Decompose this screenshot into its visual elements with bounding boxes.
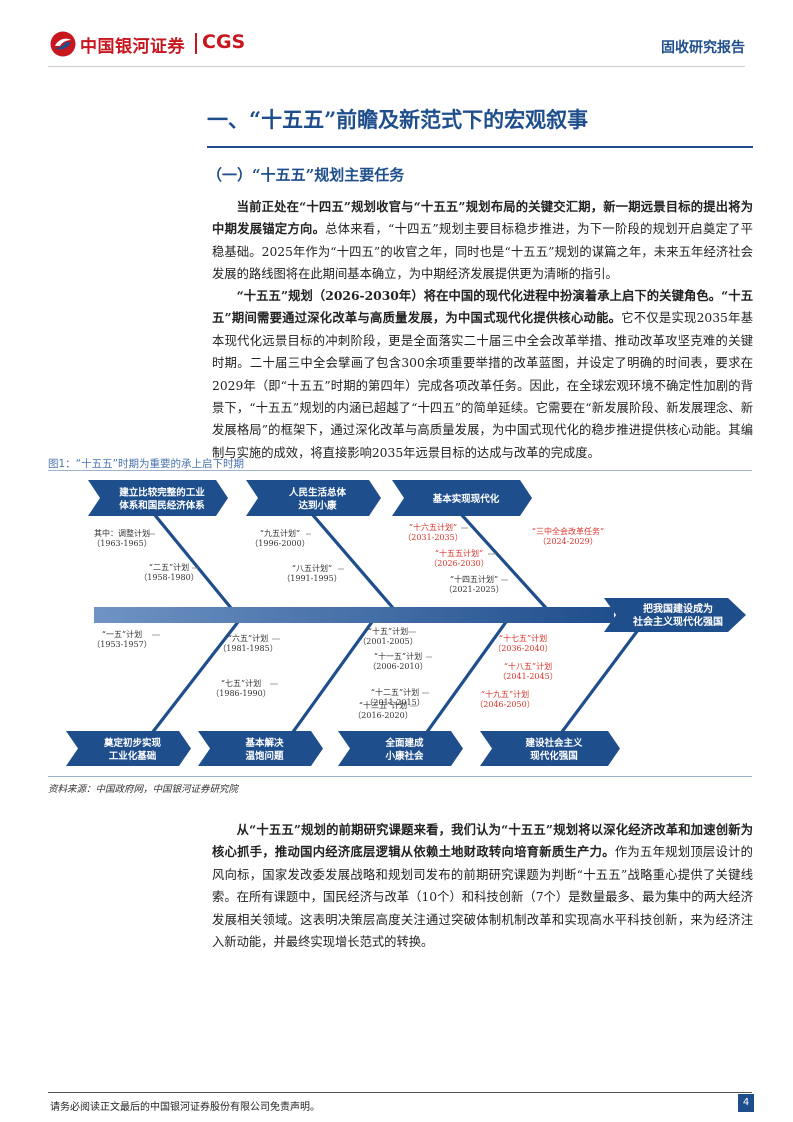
- section-title: 一、“十五五”前瞻及新范式下的宏观叙事: [207, 107, 589, 132]
- plan-label-name: “七五”计划: [221, 678, 261, 688]
- top-milestone-text: 达到小康: [298, 500, 337, 512]
- head-arrow: [604, 598, 746, 632]
- plan-label-period: （2016-2020）: [353, 711, 412, 720]
- paragraph-3-lead: 从“十五五”规划的前期研究课题来看，我们认为“十五五”规划将以深化经济改革和加速…: [212, 822, 753, 860]
- paragraph-2-lead: “十五五”规划（2026-2030年）将在中国的现代化进程中扮演着承上启下的关键…: [212, 288, 753, 326]
- report-type: 固收研究报告: [661, 40, 745, 56]
- bottom-milestone-text: 温饱问题: [245, 750, 284, 762]
- logo-chinese-name: 中国银河证券: [80, 37, 185, 57]
- plan-label-name: “十六五计划”: [409, 522, 457, 532]
- plan-label-name: “一五”计划: [102, 629, 142, 639]
- figure-source: 资料来源：中国政府网，中国银河证券研究院: [48, 784, 239, 795]
- plan-label-period: （2026-2030）: [429, 559, 488, 568]
- plan-label-name: “十四五计划”: [450, 574, 498, 584]
- paragraph-2: “十五五”规划（2026-2030年）将在中国的现代化进程中扮演着承上启下的关键…: [212, 285, 753, 464]
- plan-label-name: “十五”计划: [368, 626, 408, 636]
- plan-label-name: 其中：调整计划: [94, 528, 150, 538]
- bottom-milestone-box-2: [338, 731, 463, 766]
- footer-disclaimer: 请务必阅读正文最后的中国银河证券股份有限公司免责声明。: [50, 1102, 320, 1113]
- top-milestone-box-1: [246, 480, 381, 516]
- plan-label-name: “九五计划”: [260, 528, 300, 538]
- plan-label-period: （2011-2015）: [365, 698, 424, 707]
- page-number: 4: [738, 1094, 754, 1112]
- plan-label-period: （1996-2000）: [250, 539, 309, 548]
- plan-label-name: “十八五”计划: [504, 661, 552, 671]
- plan-label-period: （2021-2025）: [444, 585, 503, 594]
- top-milestone-text: 体系和国民经济体系: [119, 500, 205, 512]
- head-arrow-text: 社会主义现代化强国: [632, 615, 723, 628]
- plan-label-period: （2041-2045）: [498, 672, 557, 681]
- plan-label-name: “三中全会改革任务”: [532, 526, 604, 536]
- plan-label-name: “十一五”计划: [374, 651, 422, 661]
- figure-title: 图1：“十五五”时期为重要的承上启下时期: [48, 458, 245, 470]
- cgs-logo-icon: [50, 31, 76, 57]
- plan-label-name: “十三五”计划: [359, 700, 407, 710]
- bottom-milestone-box-3: [480, 731, 620, 766]
- paragraph-1-lead: 当前正处在“十四五”规划收官与“十五五”规划布局的关键交汇期，新一期远景目标的提…: [212, 199, 753, 237]
- logo-english-name: CGS: [202, 31, 246, 53]
- figure-top-rule: [48, 470, 752, 471]
- plan-label-period: （2031-2035）: [403, 533, 462, 542]
- plan-label-name: “六五”计划: [228, 633, 268, 643]
- top-milestone-box-2: [392, 480, 532, 516]
- plan-label-period: （2001-2005）: [358, 637, 417, 646]
- subsection-title: （一）“十五五”规划主要任务: [207, 166, 405, 184]
- paragraph-1: 当前正处在“十四五”规划收官与“十五五”规划布局的关键交汇期，新一期远景目标的提…: [212, 196, 753, 286]
- plan-label-period: （2046-2050）: [475, 700, 534, 709]
- paragraph-1-body: 总体来看，“十四五”规划主要目标稳步推进，为下一阶段的规划开启奠定了平稳基础。2…: [212, 222, 753, 282]
- plan-label-period: （2036-2040）: [493, 644, 552, 653]
- plan-label-period: （1986-1990）: [211, 689, 270, 698]
- bottom-milestone-text: 工业化基础: [109, 750, 157, 762]
- plan-label-period: （1981-1985）: [218, 644, 277, 653]
- header-divider: [48, 66, 745, 67]
- bottom-milestone-text: 全面建成: [384, 737, 424, 749]
- bottom-milestone-box-0: [66, 731, 191, 766]
- plan-label-period: （1963-1965）: [92, 539, 151, 548]
- logo-separator: [195, 33, 197, 54]
- head-arrow-text: 把我国建设成为: [643, 602, 713, 615]
- bottom-milestone-text: 小康社会: [384, 750, 424, 762]
- bottom-milestone-text: 现代化强国: [530, 750, 578, 762]
- plan-label-name: “二五”计划: [149, 562, 189, 572]
- plan-label-period: （1958-1980）: [139, 573, 198, 582]
- fishbone-spine: [94, 607, 614, 623]
- footer-divider: [48, 1092, 752, 1093]
- plan-label-period: （1991-1995）: [282, 574, 341, 583]
- bottom-milestone-box-1: [198, 731, 323, 766]
- top-milestone-box-0: [88, 480, 228, 516]
- section-title-underline: [207, 146, 753, 148]
- top-milestone-text: 人民生活总体: [289, 487, 347, 499]
- top-milestone-text: 基本实现现代化: [432, 493, 500, 505]
- bottom-milestone-text: 建设社会主义: [524, 737, 583, 749]
- top-milestone-text: 建立比较完整的工业: [118, 487, 205, 499]
- paragraph-3-body: 作为五年规划顶层设计的风向标，国家发改委发展战略和规划司发布的前期研究课题为判断…: [212, 845, 753, 950]
- plan-label-name: “十九五”计划: [481, 689, 529, 699]
- plan-label-name: “八五计划”: [292, 563, 332, 573]
- figure-bottom-rule: [48, 776, 752, 777]
- plan-label-period: （1953-1957）: [92, 640, 151, 649]
- bottom-milestone-text: 基本解决: [244, 737, 284, 749]
- bottom-milestone-text: 奠定初步实现: [103, 737, 162, 749]
- plan-label-name: “十五五计划”: [435, 548, 483, 558]
- plan-label-name: “十二五”计划: [371, 687, 419, 697]
- plan-label-name: “十七五”计划: [499, 633, 547, 643]
- paragraph-2-body: 它不仅是实现2035年基本现代化远景目标的冲刺阶段，更是全面落实二十届三中全会改…: [212, 311, 754, 460]
- plan-label-period: （2006-2010）: [368, 662, 427, 671]
- plan-label-period: （2024-2029）: [538, 537, 597, 546]
- paragraph-3: 从“十五五”规划的前期研究课题来看，我们认为“十五五”规划将以深化经济改革和加速…: [212, 819, 753, 953]
- fishbone-body: [66, 480, 746, 766]
